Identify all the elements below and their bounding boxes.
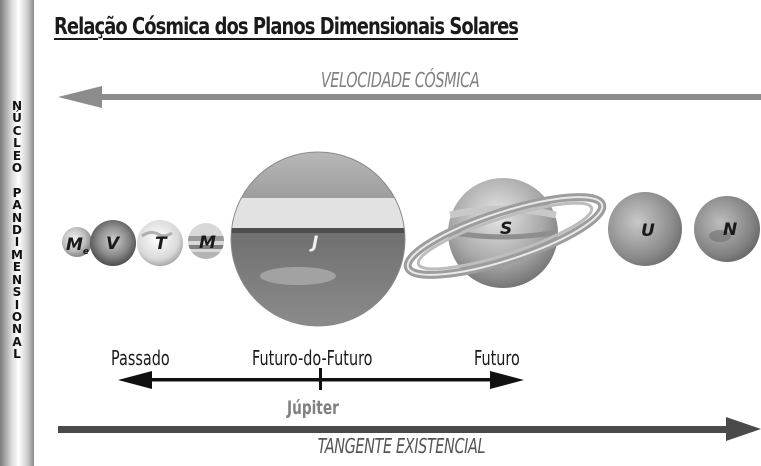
planet-label-earth: T <box>155 234 168 254</box>
timeline-center-label: Júpiter <box>287 397 339 419</box>
tangent-arrow <box>58 417 761 441</box>
side-label-letter: E <box>12 260 22 275</box>
planet-earth <box>137 220 183 266</box>
timeline-arrow <box>118 368 524 390</box>
side-label-letter: D <box>12 223 22 238</box>
side-label-letter: S <box>12 285 22 300</box>
planet-saturn <box>403 178 607 288</box>
side-label-letter: P <box>12 185 22 200</box>
planet-label-saturn: S <box>500 219 512 239</box>
side-label-letter: N <box>11 99 23 113</box>
side-label-letter: E <box>12 148 22 163</box>
side-label-letter: C <box>12 123 22 138</box>
side-label-letter: O <box>11 161 23 176</box>
side-label-letter: A <box>12 198 22 213</box>
side-bar <box>0 0 34 466</box>
planet-label-mars: M <box>199 233 216 253</box>
planet-venus <box>90 220 136 266</box>
side-label-letter: N <box>11 210 23 225</box>
velocity-label: VELOCIDADE CÓSMICA <box>320 68 480 92</box>
timeline-future-of-future-label: Futuro-do-Futuro <box>252 346 373 370</box>
side-label-letter: A <box>12 334 22 349</box>
planet-neptune <box>694 196 760 262</box>
planet-mars <box>188 223 224 259</box>
planet-label-venus: V <box>106 234 121 254</box>
planet-mercury <box>62 227 92 257</box>
side-label-letter: O <box>11 309 23 324</box>
page-title: Relação Cósmica dos Planos Dimensionais … <box>54 14 519 40</box>
tangent-label: TANGENTE EXISTENCIAL <box>317 434 486 458</box>
planet-label-uranus: U <box>641 221 655 241</box>
timeline-past-label: Passado <box>111 346 170 370</box>
side-label-letter: M <box>11 247 23 262</box>
timeline-future-label: Futuro <box>474 346 520 370</box>
side-label-letter: I <box>14 297 20 312</box>
velocity-arrow <box>58 86 761 108</box>
side-label-letter: N <box>11 322 23 337</box>
side-label-letter: L <box>13 347 21 362</box>
side-label-letter: I <box>14 235 20 250</box>
side-label-letter: Ú <box>12 111 22 126</box>
planet-jupiter <box>230 151 406 327</box>
planet-uranus <box>608 192 682 266</box>
timeline-center-tick <box>319 368 322 390</box>
side-label-letter: L <box>13 136 21 151</box>
planet-label-neptune: N <box>723 220 737 240</box>
side-label-letter: N <box>11 272 23 287</box>
planet-label-mercury: Me <box>66 235 89 257</box>
planet-label-jupiter: J <box>309 233 318 253</box>
